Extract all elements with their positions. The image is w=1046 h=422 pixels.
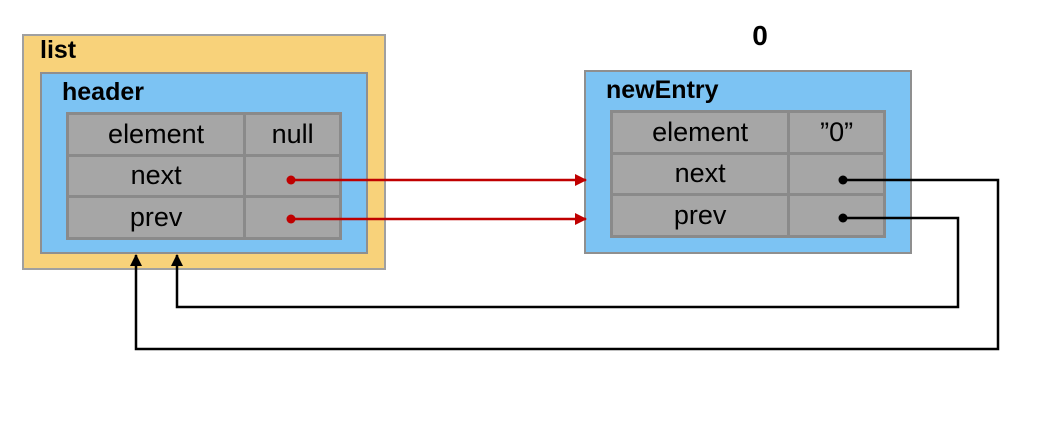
list-label: list xyxy=(40,36,77,64)
new-entry-field-prev-name: prev xyxy=(609,193,791,238)
new-entry-field-next-name: next xyxy=(609,151,791,197)
header-field-next-value xyxy=(243,153,342,199)
list-box: list header element null next prev xyxy=(22,34,386,270)
header-field-element-value: null xyxy=(243,112,342,157)
table-row: prev xyxy=(65,195,342,240)
table-row: next xyxy=(609,151,886,197)
diagram-title: 0 xyxy=(752,20,768,51)
new-entry-field-prev-value xyxy=(787,193,886,238)
header-fields-table: element null next prev xyxy=(65,112,342,240)
table-row: prev xyxy=(609,193,886,238)
header-field-prev-value xyxy=(243,195,342,240)
new-entry-fields-table: element ”0” next prev xyxy=(609,110,886,238)
new-entry-label: newEntry xyxy=(606,76,719,104)
new-entry-box: newEntry element ”0” next prev xyxy=(584,70,912,254)
header-field-next-name: next xyxy=(65,153,247,199)
new-entry-field-element-name: element xyxy=(609,110,791,155)
table-row: element null xyxy=(65,112,342,157)
new-entry-field-element-value: ”0” xyxy=(787,110,886,155)
header-label: header xyxy=(62,78,144,106)
table-row: next xyxy=(65,153,342,199)
header-field-element-name: element xyxy=(65,112,247,157)
table-row: element ”0” xyxy=(609,110,886,155)
header-field-prev-name: prev xyxy=(65,195,247,240)
header-box: header element null next prev xyxy=(40,72,368,254)
new-entry-field-next-value xyxy=(787,151,886,197)
